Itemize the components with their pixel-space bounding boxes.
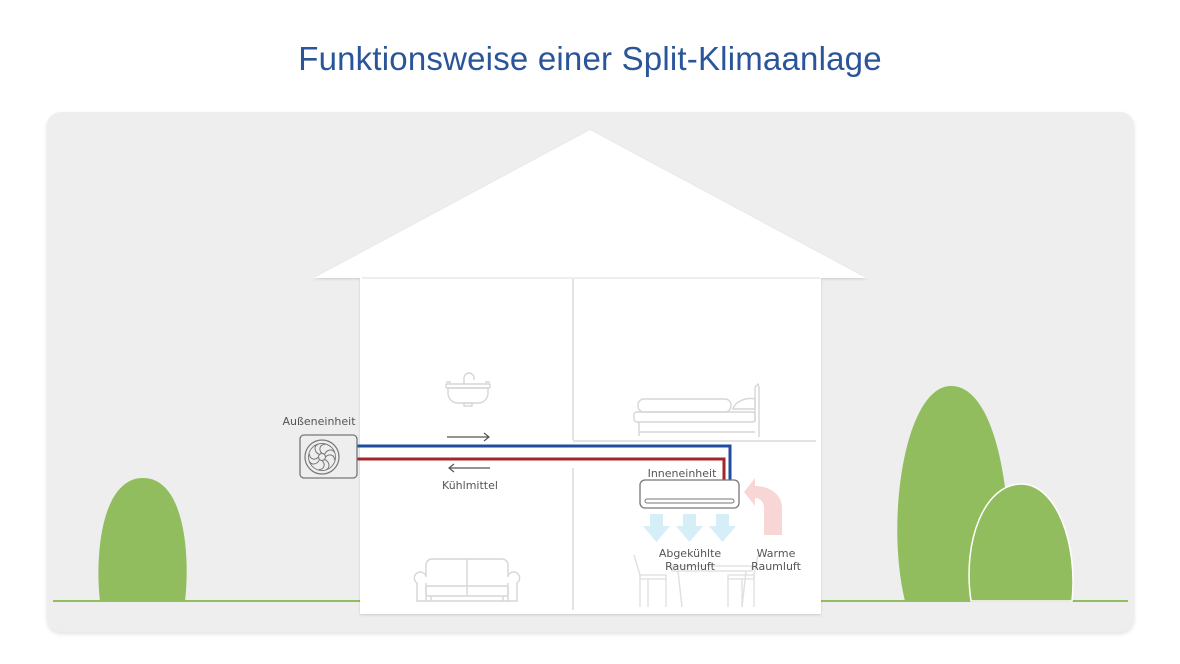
dining-table-chairs-icon [633,554,759,608]
sofa-icon [413,558,521,602]
tree-right-small-icon [968,483,1074,602]
sink-icon [445,372,491,407]
cooled-air-label-line2: Raumluft [665,560,715,573]
page-title: Funktionsweise einer Split-Klimaanlage [298,40,882,77]
arrow-left-icon [448,463,490,473]
indoor-unit-label: Inneneinheit [647,467,717,480]
warm-air-arrow-icon [744,478,782,535]
cooled-air-label: Abgekühlte Raumluft [652,547,728,573]
outdoor-unit-label: Außeneinheit [282,415,356,428]
warm-air-label: Warme Raumluft [744,547,808,573]
pipe-warm-line [356,457,726,484]
bed-icon [633,382,760,437]
warm-air-label-line1: Warme [756,547,796,560]
indoor-unit-icon [639,479,740,509]
pipe-cold-line [356,444,732,482]
warm-air-label-line2: Raumluft [751,560,801,573]
house [314,130,866,614]
cool-air-arrows-icon [643,514,736,542]
cooled-air-label-line1: Abgekühlte [658,547,722,560]
arrow-right-icon [447,432,490,442]
tree-left-icon [98,478,187,601]
refrigerant-label: Kühlmittel [442,479,498,492]
outdoor-unit-fan-icon [299,434,358,479]
